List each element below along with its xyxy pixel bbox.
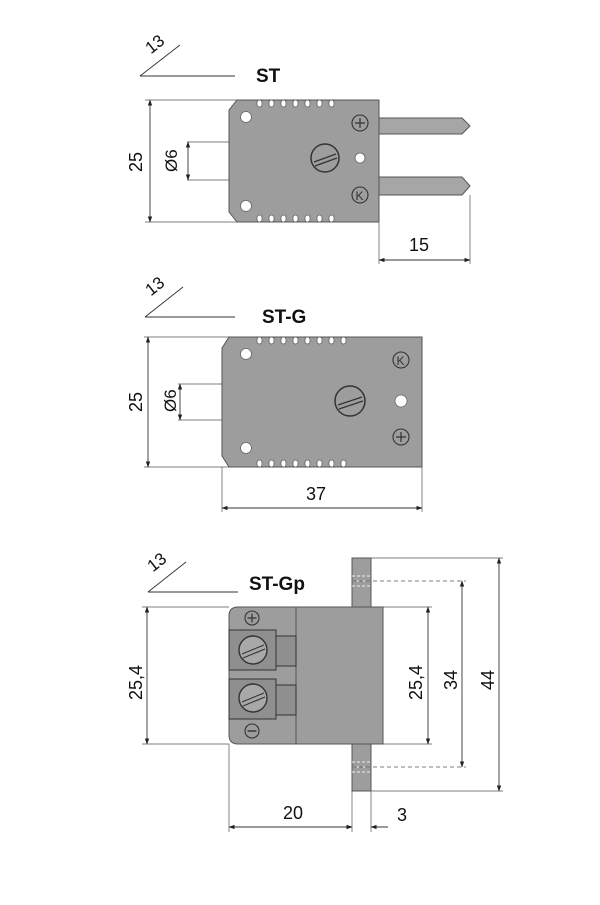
stg-hole-bottom [240,442,252,454]
stg-angle-leader [144,286,184,318]
stgp-connector: 13 ST-Gp 25,4 25,4 3 [126,549,503,832]
stgp-depth-label: 20 [283,803,303,823]
st-title: ST [256,66,281,87]
st-height-label: 25 [126,152,146,172]
stgp-flange-height-label: 44 [478,670,498,690]
stgp-hole-spacing-label: 34 [441,670,461,690]
st-pin-length-label: 15 [409,235,429,255]
stg-k-text: K [397,354,405,368]
k-mark-icon [351,186,369,204]
stg-diam-label: Ø6 [161,389,180,412]
stg-small-hole [394,394,408,408]
stg-ribs [256,336,347,468]
st-pin-top [378,117,471,135]
stgp-flange-thick-label: 3 [397,805,407,825]
stgp-angle-label: 13 [144,549,171,576]
st-small-hole [354,152,366,164]
st-k-text: K [356,189,364,203]
stg-title: ST-G [262,307,306,328]
stg-body [221,336,423,468]
stgp-body [295,606,384,745]
stgp-title: ST-Gp [249,574,305,595]
stgp-height-label: 25,4 [126,665,146,700]
st-hole-top [240,111,252,123]
st-angle-leader [139,44,181,77]
stgp-terminal-block [228,606,297,745]
stg-width-label: 37 [306,484,326,504]
stg-connector: 13 ST-G K [126,273,423,512]
stg-hole-top [240,348,252,360]
st-diam-label: Ø6 [162,149,181,172]
stg-height-label: 25 [126,392,146,412]
stg-angle-label: 13 [142,273,169,300]
st-ribs [256,99,335,223]
stgp-angle-leader [147,561,187,593]
st-pin-bottom [378,176,471,196]
stgp-inner-height-label: 25,4 [406,665,426,700]
st-angle-label: 13 [142,31,169,58]
k-mark-icon [392,351,410,369]
st-hole-bottom [240,200,252,212]
st-connector: 13 ST K [126,31,471,264]
